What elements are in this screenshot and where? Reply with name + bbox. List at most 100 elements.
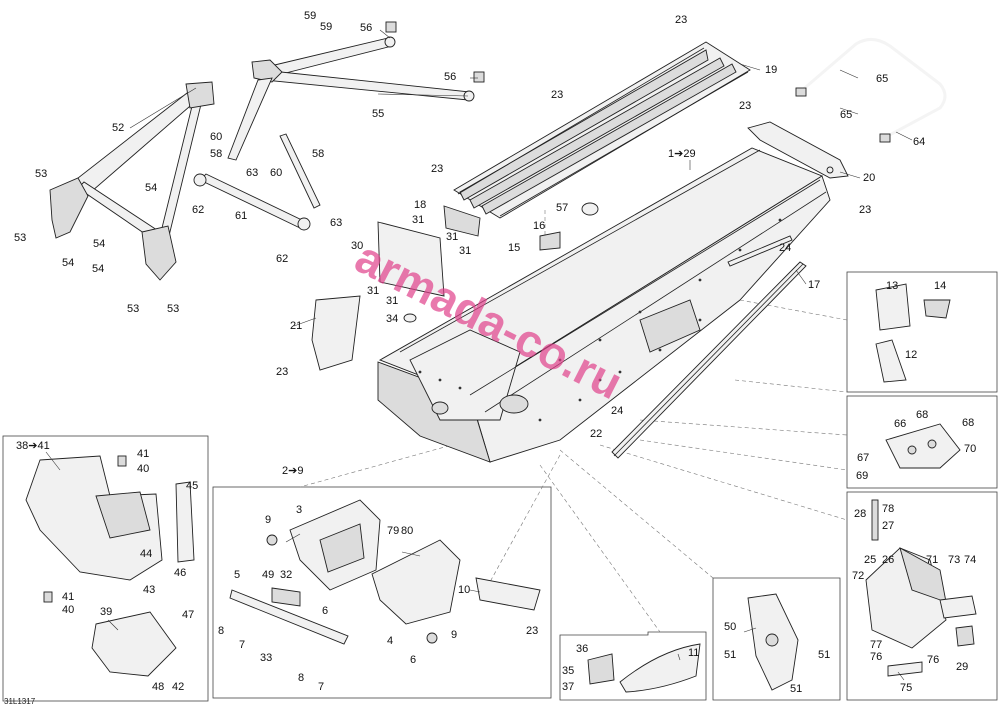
callout-39: 39 [100,606,112,618]
callout-5: 5 [234,569,240,581]
callout-64: 64 [913,136,925,148]
callout-7b: 7 [318,681,324,693]
detail-box-front-frame [2,435,209,702]
callout-34: 34 [386,313,398,325]
callout-41a: 41 [137,448,149,460]
detail-box-plates [846,271,998,393]
suspension-mount-2-9 [229,499,541,645]
callout-42: 42 [172,681,184,693]
callout-23e: 23 [431,163,443,175]
callout-9a: 9 [265,514,271,526]
callout-29: 29 [956,661,968,673]
callout-76a: 76 [870,651,882,663]
callout-54c: 54 [62,257,74,269]
callout-15: 15 [508,242,520,254]
callout-63a: 63 [246,167,258,179]
callout-72: 72 [852,570,864,582]
detail-box-bracket [846,395,998,489]
callout-52: 52 [112,122,124,134]
detail-box-steering [846,491,998,701]
callout-50: 50 [724,621,736,633]
callout-23f: 23 [276,366,288,378]
callout-28: 28 [854,508,866,520]
callout-31a: 31 [412,214,424,226]
callout-71: 71 [926,554,938,566]
callout-23d: 23 [859,204,871,216]
plates-12-14 [875,283,951,383]
callout-18: 18 [414,199,426,211]
rail-19 [453,41,751,219]
callout-65b: 65 [840,109,852,121]
callout-36: 36 [576,643,588,655]
callout-56a: 56 [360,22,372,34]
callout-59b: 59 [320,21,332,33]
callout-53d: 53 [167,303,179,315]
callout-68a: 68 [916,409,928,421]
bracket-66-70 [885,423,961,469]
callout-54d: 54 [92,263,104,275]
callout-59a: 59 [304,10,316,22]
callout-55: 55 [372,108,384,120]
callout-62b: 62 [276,253,288,265]
callout-61: 61 [235,210,247,222]
front-steering-support [49,21,485,281]
callout-67: 67 [857,452,869,464]
callout-65a: 65 [876,73,888,85]
callout-80: 80 [401,525,413,537]
callout-10: 10 [458,584,470,596]
callout-40a: 40 [137,463,149,475]
callout-66: 66 [894,418,906,430]
callout-69: 69 [856,470,868,482]
callout-14: 14 [934,280,946,292]
callout-47: 47 [182,609,194,621]
callout-9b: 9 [451,629,457,641]
runner-17 [611,235,807,459]
callout-31b: 31 [446,231,458,243]
callout-78: 78 [882,503,894,515]
skid-plate-11 [587,643,701,693]
callout-24b: 24 [611,405,623,417]
callout-12: 12 [905,349,917,361]
callout-41b: 41 [62,591,74,603]
callout-19: 19 [765,64,777,76]
front-frame-38-41 [25,455,195,677]
callout-51b: 51 [818,649,830,661]
callout-1-29: 1➔29 [668,148,696,160]
callout-56b: 56 [444,71,456,83]
callout-labels: 59 59 56 56 55 52 60 58 63 60 58 62 61 6… [14,10,976,695]
detail-box-suspension-mount [212,486,552,699]
callout-54b: 54 [93,238,105,250]
callout-60b: 60 [270,167,282,179]
detail-box-skid-plate [559,631,707,701]
callout-21: 21 [290,320,302,332]
callout-51a: 51 [724,649,736,661]
callout-23b: 23 [551,89,563,101]
tunnel-main [377,147,831,463]
callout-17: 17 [808,279,820,291]
callout-57: 57 [556,202,568,214]
callout-35: 35 [562,665,574,677]
callout-6a: 6 [322,605,328,617]
callout-23c: 23 [739,100,751,112]
callout-53b: 53 [14,232,26,244]
callout-7a: 7 [239,639,245,651]
callout-31c: 31 [459,245,471,257]
callout-76b: 76 [927,654,939,666]
callout-58b: 58 [312,148,324,160]
callout-8b: 8 [298,672,304,684]
callout-45: 45 [186,480,198,492]
callout-54a: 54 [145,182,157,194]
callout-31d: 31 [367,285,379,297]
callout-16: 16 [533,220,545,232]
callout-32: 32 [280,569,292,581]
callout-24a: 24 [779,242,791,254]
callout-22: 22 [590,428,602,440]
callout-53c: 53 [127,303,139,315]
callout-20: 20 [863,172,875,184]
callout-40b: 40 [62,604,74,616]
bracket-20 [747,121,849,179]
callout-44: 44 [140,548,152,560]
steering-assembly [865,499,977,677]
callout-25: 25 [864,554,876,566]
